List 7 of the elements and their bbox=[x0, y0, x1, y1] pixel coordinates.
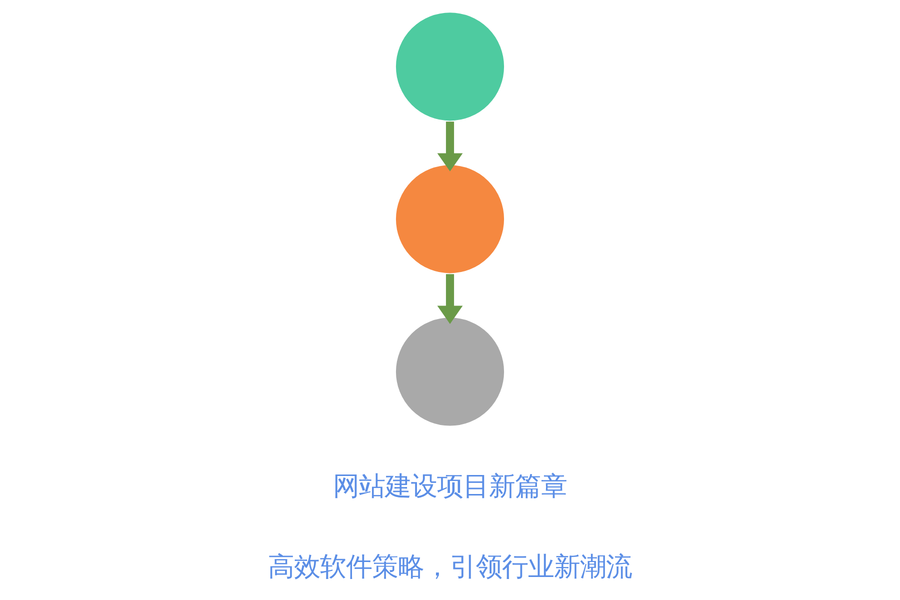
node-circle bbox=[394, 12, 506, 122]
node-circle bbox=[394, 164, 506, 274]
arrow bbox=[437, 274, 463, 324]
arrow bbox=[437, 122, 463, 172]
label: 高效软件策略，引领行业新潮流 bbox=[268, 552, 632, 583]
label: 网站建设项目新篇章 bbox=[333, 472, 567, 502]
node-circle bbox=[394, 316, 506, 427]
